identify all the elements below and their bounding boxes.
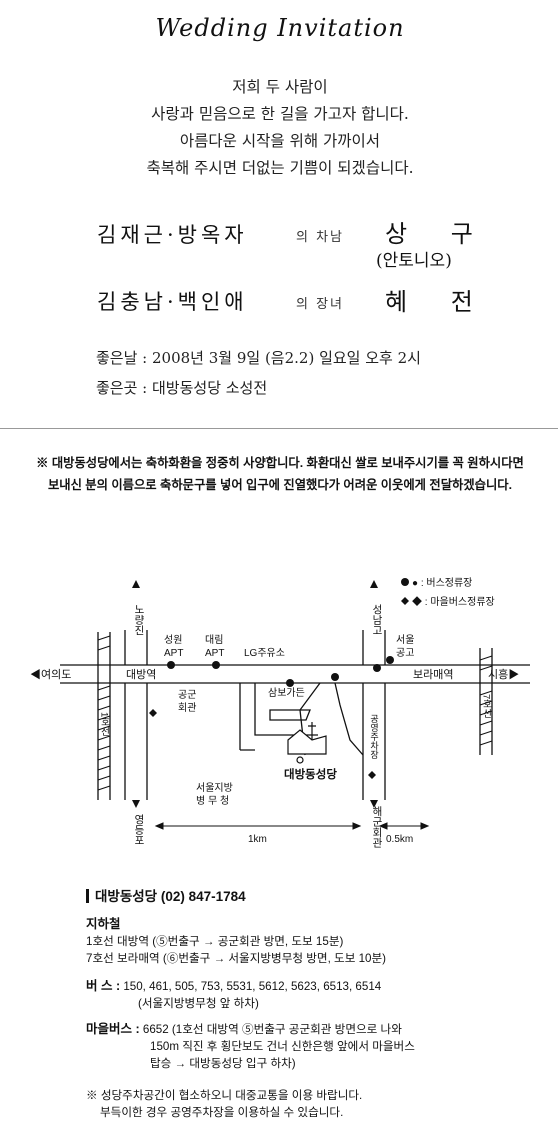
church-name-phone: 대방동성당 (02) 847-1784 [95,889,246,904]
inner-roads [239,682,364,756]
arrow-down-icon [132,800,140,808]
divider [0,428,558,429]
subway-title: 지하철 [86,917,121,931]
invitation-title: Wedding Invitation [155,14,405,42]
arrow-up-icon [370,580,378,588]
left-road [124,630,148,800]
line7-label: 7호선 [481,694,492,718]
bride-name: 혜 전 [385,288,491,316]
church-label: 대방동성당 [284,767,337,781]
military-office-label: 서울지방 [196,782,233,794]
rail-hatch [97,635,111,791]
gonggun-hall-label: 공군 [178,689,196,701]
parking-line: ※ 성당주차공간이 협소하오니 대중교통을 이용 바랍니다. [86,1089,363,1102]
gonggun-hall-label: 회관 [178,702,196,714]
contact-bar [86,889,89,903]
arrow-down-icon [370,800,378,808]
daerim-apt-label: APT [205,648,224,659]
seongwon-apt-label: 성원 [164,634,182,646]
east-label: 시흥▶ [488,667,519,681]
legend-minibus-icon [401,597,409,605]
groom-baptismal-name: (안토니오) [376,251,452,271]
line1-label: 1호선 [99,712,110,736]
bus-stop-icon [212,661,220,669]
west-label: ◀여의도 [30,668,71,681]
intro-line: 축복해 주시면 더없는 기쁨이 되겠습니다. [146,159,414,177]
notice-line: 보내신 분의 이름으로 축하문구를 넣어 입구에 진열했다가 어려운 이웃에게 … [47,478,513,492]
distance-1km-label: 1km [248,834,267,845]
invitation-message: 저희 두 사람이 사랑과 믿음으로 한 길을 가고자 합니다. 아름다운 시작을… [0,74,560,182]
right-road [362,630,386,800]
directions: 지하철 1호선 대방역 (⑤번출구 → 공군회관 방면, 도보 15분) 7호선… [86,916,386,967]
wedding-place: 좋은곳 : 대방동성당 소성전 [96,379,268,397]
military-office-label: 병 무 청 [196,795,229,807]
minibus-directions: 마을버스 : 6652 (1호선 대방역 ⑤번출구 공군회관 방면으로 나와 1… [86,1021,415,1072]
arrow-left-icon [154,822,164,830]
legend-minibus-label: ◆ : 마을버스정류장 [412,596,495,608]
minibus-line: 6652 (1호선 대방역 ⑤번출구 공군회관 방면으로 나와 [142,1023,402,1036]
lg-gas-label: LG주유소 [244,647,285,659]
bus-stop-icon [331,673,339,681]
yeongdeungpo-label: 영등포 [133,814,145,846]
main-road [60,664,530,684]
rail-hatch [479,655,493,746]
bus-directions: 버 스 : 150, 461, 505, 753, 5531, 5612, 56… [86,978,381,1012]
minibus-stop-icon [149,709,157,717]
arrow-up-icon [132,580,140,588]
daerim-apt-label: 대림 [205,634,223,646]
public-parking-label: 공영주차장 [369,714,379,759]
bride-parents: 김충남·백인애 [97,290,248,314]
bus-stop-icon [373,664,381,672]
parking-notice: ※ 성당주차공간이 협소하오니 대중교통을 이용 바랍니다. 부득이한 경우 공… [86,1087,362,1121]
intro-line: 사랑과 믿음으로 한 길을 가고자 합니다. [151,105,409,123]
bus-lines: 150, 461, 505, 753, 5531, 5612, 5623, 65… [123,980,382,993]
subway-line: 1호선 대방역 (⑤번출구 → 공군회관 방면, 도보 15분) [86,935,344,948]
noryangjin-label: 노량진 [133,604,145,636]
arrow-right-icon [420,822,430,830]
arrow-left-icon [378,822,388,830]
parking-line: 부득이한 경우 공영주차장을 이용하실 수 있습니다. [100,1106,344,1119]
borame-station-label: 보라매역 [413,668,453,681]
sambo-garden-label: 삼보가든 [268,687,305,699]
bus-stop-icon [286,679,294,687]
minibus-line: 150m 직진 후 횡단보도 건너 신한은행 앞에서 마을버스 [150,1040,415,1053]
location-map: ● : 버스정류장 ◆ : 마을버스정류장 ◀여의도 시흥▶ 대방역 보라매역 … [30,577,530,848]
seoul-tech-label: 공고 [396,647,414,659]
bus-note: (서울지방병무청 앞 하차) [138,997,259,1010]
wedding-details: 좋은날 : 2008년 3월 9일 (음2.2) 일요일 오후 2시 좋은곳 :… [96,343,421,403]
notice-line: ※ 대방동성당에서는 축하화환을 정중히 사양합니다. 화환대신 쌀로 보내주시… [36,456,524,470]
seongnam-hs-label: 성남고 [371,604,383,636]
legend-bus-label: ● : 버스정류장 [412,577,472,589]
daebang-station-label: 대방역 [126,668,156,681]
seoul-tech-label: 서울 [396,634,414,646]
distance-05km-label: 0.5km [386,834,413,845]
legend-bus-icon [401,578,409,586]
intro-line: 저희 두 사람이 [232,78,328,96]
flower-notice: ※ 대방동성당에서는 축하화환을 정중히 사양합니다. 화환대신 쌀로 보내주시… [0,452,560,496]
groom-parents: 김재근·방옥자 [97,223,248,247]
church-contact: 대방동성당 (02) 847-1784 [86,885,246,905]
minibus-stop-icon [368,771,376,779]
groom-relation: 의 차남 [296,230,345,245]
minibus-line: 탑승 → 대방동성당 입구 하차) [150,1057,296,1070]
groom-name: 상 구 [385,220,491,248]
church-icon [287,722,327,764]
intro-line: 아름다운 시작을 위해 가까이서 [179,132,381,150]
seongwon-apt-label: APT [164,648,183,659]
arrow-right-icon [352,822,362,830]
bride-relation: 의 장녀 [296,297,345,312]
bus-stop-icon [167,661,175,669]
minibus-label: 마을버스 : [86,1022,140,1036]
bus-stop-icon [386,656,394,664]
subway-line: 7호선 보라매역 (⑥번출구 → 서울지방병무청 방면, 도보 10분) [86,952,387,965]
bus-label: 버 스 : [86,979,121,993]
navy-hall-label: 해군회관 [371,805,383,848]
wedding-date: 좋은날 : 2008년 3월 9일 (음2.2) 일요일 오후 2시 [96,349,421,367]
sambo-block [269,709,311,721]
